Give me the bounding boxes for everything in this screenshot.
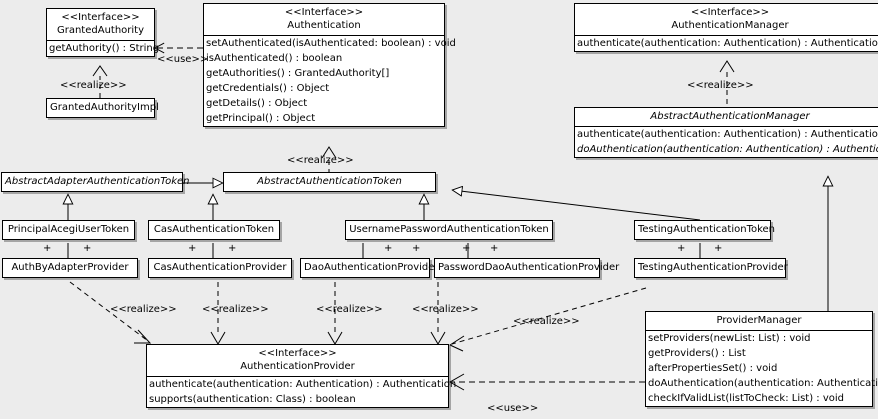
association-plus-marker: + xyxy=(490,243,499,254)
class-name: TestingAuthenticationToken xyxy=(638,224,776,235)
class-authentication[interactable]: <<Interface>> Authentication setAuthenti… xyxy=(203,3,456,127)
member-row: authenticate(authentication: Authenticat… xyxy=(577,129,878,140)
member-row: afterPropertiesSet() : void xyxy=(648,363,778,374)
class-header: <<Interface>> Authentication xyxy=(204,4,444,35)
class-dao-authentication-provider[interactable]: DaoAuthenticationProvider xyxy=(300,258,439,278)
class-principal-acegi-user-token[interactable]: PrincipalAcegiUserToken xyxy=(2,220,135,240)
class-name: AbstractAuthenticationToken xyxy=(257,176,402,187)
member-list: authenticate(authentication: Authenticat… xyxy=(147,376,457,407)
member-row: getAuthority() : String xyxy=(49,43,160,54)
class-name: PasswordDaoAuthenticationProvider xyxy=(438,262,620,273)
edge-label-realize-password-dao-authentication-provider: <<realize>> xyxy=(412,304,479,315)
edge-label-realize-cas-authentication-provider: <<realize>> xyxy=(202,304,269,315)
member-row: authenticate(authentication: Authenticat… xyxy=(577,38,878,49)
class-name: CasAuthenticationProvider xyxy=(153,262,287,273)
member-row: getDetails() : Object xyxy=(206,98,308,109)
class-granted-authority[interactable]: <<Interface>> GrantedAuthority getAuthor… xyxy=(46,8,160,57)
stereotype-label: <<Interface>> xyxy=(690,7,770,18)
edge-label-realize-abstract-authentication-token: <<realize>> xyxy=(287,155,354,166)
association-plus-marker: + xyxy=(228,243,237,254)
class-header: <<Interface>> AuthenticationProvider xyxy=(147,345,448,376)
association-plus-marker: + xyxy=(412,243,421,254)
class-cas-authentication-token[interactable]: CasAuthenticationToken xyxy=(148,220,280,240)
class-abstract-adapter-authentication-token[interactable]: AbstractAdapterAuthenticationToken xyxy=(1,172,190,192)
class-name: GrantedAuthorityImpl xyxy=(50,102,159,113)
class-authentication-manager[interactable]: <<Interface>> AuthenticationManager auth… xyxy=(574,3,878,52)
member-list: authenticate(authentication: Authenticat… xyxy=(575,126,878,157)
edge-use-providermanager-to-authenticationprovider xyxy=(448,373,645,391)
class-granted-authority-impl[interactable]: GrantedAuthorityImpl xyxy=(46,98,159,118)
association-plus-marker: + xyxy=(83,243,92,254)
member-row: getProviders() : List xyxy=(648,348,746,359)
member-list: setAuthenticated(isAuthenticated: boolea… xyxy=(204,35,456,126)
class-name: AbstractAuthenticationManager xyxy=(650,111,810,122)
class-abstract-authentication-token[interactable]: AbstractAuthenticationToken xyxy=(223,172,436,192)
association-plus-marker: + xyxy=(677,243,686,254)
stereotype-label: <<Interface>> xyxy=(258,348,337,359)
member-row: setProviders(newList: List) : void xyxy=(648,333,811,344)
member-list: getAuthority() : String xyxy=(47,40,160,56)
stereotype-label: <<Interface>> xyxy=(61,12,140,23)
member-row: getPrincipal() : Object xyxy=(206,113,316,124)
class-password-dao-authentication-provider[interactable]: PasswordDaoAuthenticationProvider xyxy=(434,258,620,278)
class-header: <<Interface>> AuthenticationManager xyxy=(575,4,878,35)
class-provider-manager[interactable]: ProviderManager setProviders(newList: Li… xyxy=(645,311,878,407)
association-plus-marker: + xyxy=(43,243,52,254)
class-name: Authentication xyxy=(287,20,361,31)
class-name: UsernamePasswordAuthenticationToken xyxy=(349,224,549,235)
member-row: setAuthenticated(isAuthenticated: boolea… xyxy=(206,38,456,49)
class-username-password-authentication-token[interactable]: UsernamePasswordAuthenticationToken xyxy=(345,220,553,240)
member-row: checkIfValidList(listToCheck: List) : vo… xyxy=(648,393,845,404)
member-row: authenticate(authentication: Authenticat… xyxy=(149,379,457,390)
member-row: isAuthenticated() : boolean xyxy=(206,53,343,64)
member-row: doAuthentication(authentication: Authent… xyxy=(577,144,878,155)
edge-label-realize-auth-by-adapter-provider: <<realize>> xyxy=(110,304,177,315)
class-cas-authentication-provider[interactable]: CasAuthenticationProvider xyxy=(148,258,292,278)
class-name: TestingAuthenticationProvider xyxy=(638,262,788,273)
class-authentication-provider[interactable]: <<Interface>> AuthenticationProvider aut… xyxy=(146,344,457,408)
edge-label-realize-testing-authentication-provider: <<realize>> xyxy=(513,316,580,327)
class-header: <<Interface>> GrantedAuthority xyxy=(47,9,154,40)
edge-label-realize-granted-authority-impl: <<realize>> xyxy=(60,80,127,91)
class-name: AbstractAdapterAuthenticationToken xyxy=(5,176,190,187)
class-name: PrincipalAcegiUserToken xyxy=(7,224,130,235)
class-name: CasAuthenticationToken xyxy=(153,224,275,235)
class-name: DaoAuthenticationProvider xyxy=(304,262,439,273)
class-name: AuthenticationManager xyxy=(671,20,789,31)
member-row: supports(authentication: Class) : boolea… xyxy=(149,394,356,405)
class-auth-by-adapter-provider[interactable]: AuthByAdapterProvider xyxy=(2,258,138,278)
edge-label-realize-abstract-authentication-manager: <<realize>> xyxy=(687,80,754,91)
edge-label-use-authentication-granted-authority: <<use>> xyxy=(157,54,209,65)
stereotype-label: <<Interface>> xyxy=(284,7,364,18)
edge-label-realize-dao-authentication-provider: <<realize>> xyxy=(316,304,383,315)
member-list: setProviders(newList: List) : void getPr… xyxy=(646,330,878,406)
class-name: AuthByAdapterProvider xyxy=(11,262,129,273)
member-row: getCredentials() : Object xyxy=(206,83,330,94)
association-plus-marker: + xyxy=(462,243,471,254)
class-name: AuthenticationProvider xyxy=(240,361,355,372)
member-row: getAuthorities() : GrantedAuthority[] xyxy=(206,68,390,79)
association-plus-marker: + xyxy=(714,243,723,254)
class-testing-authentication-provider[interactable]: TestingAuthenticationProvider xyxy=(634,258,788,278)
member-row: doAuthentication(authentication: Authent… xyxy=(648,378,878,389)
class-name: GrantedAuthority xyxy=(56,25,145,36)
member-list: authenticate(authentication: Authenticat… xyxy=(575,35,878,51)
association-plus-marker: + xyxy=(384,243,393,254)
edge-label-use-provider-manager-authentication-provider: <<use>> xyxy=(487,403,539,414)
class-abstract-authentication-manager[interactable]: AbstractAuthenticationManager authentica… xyxy=(574,107,878,158)
association-plus-marker: + xyxy=(188,243,197,254)
class-testing-authentication-token[interactable]: TestingAuthenticationToken xyxy=(634,220,776,240)
edge-generalize-testingauthenticationtoken-to-abstractauthenticationtoken xyxy=(452,190,701,221)
class-name: ProviderManager xyxy=(716,315,802,326)
